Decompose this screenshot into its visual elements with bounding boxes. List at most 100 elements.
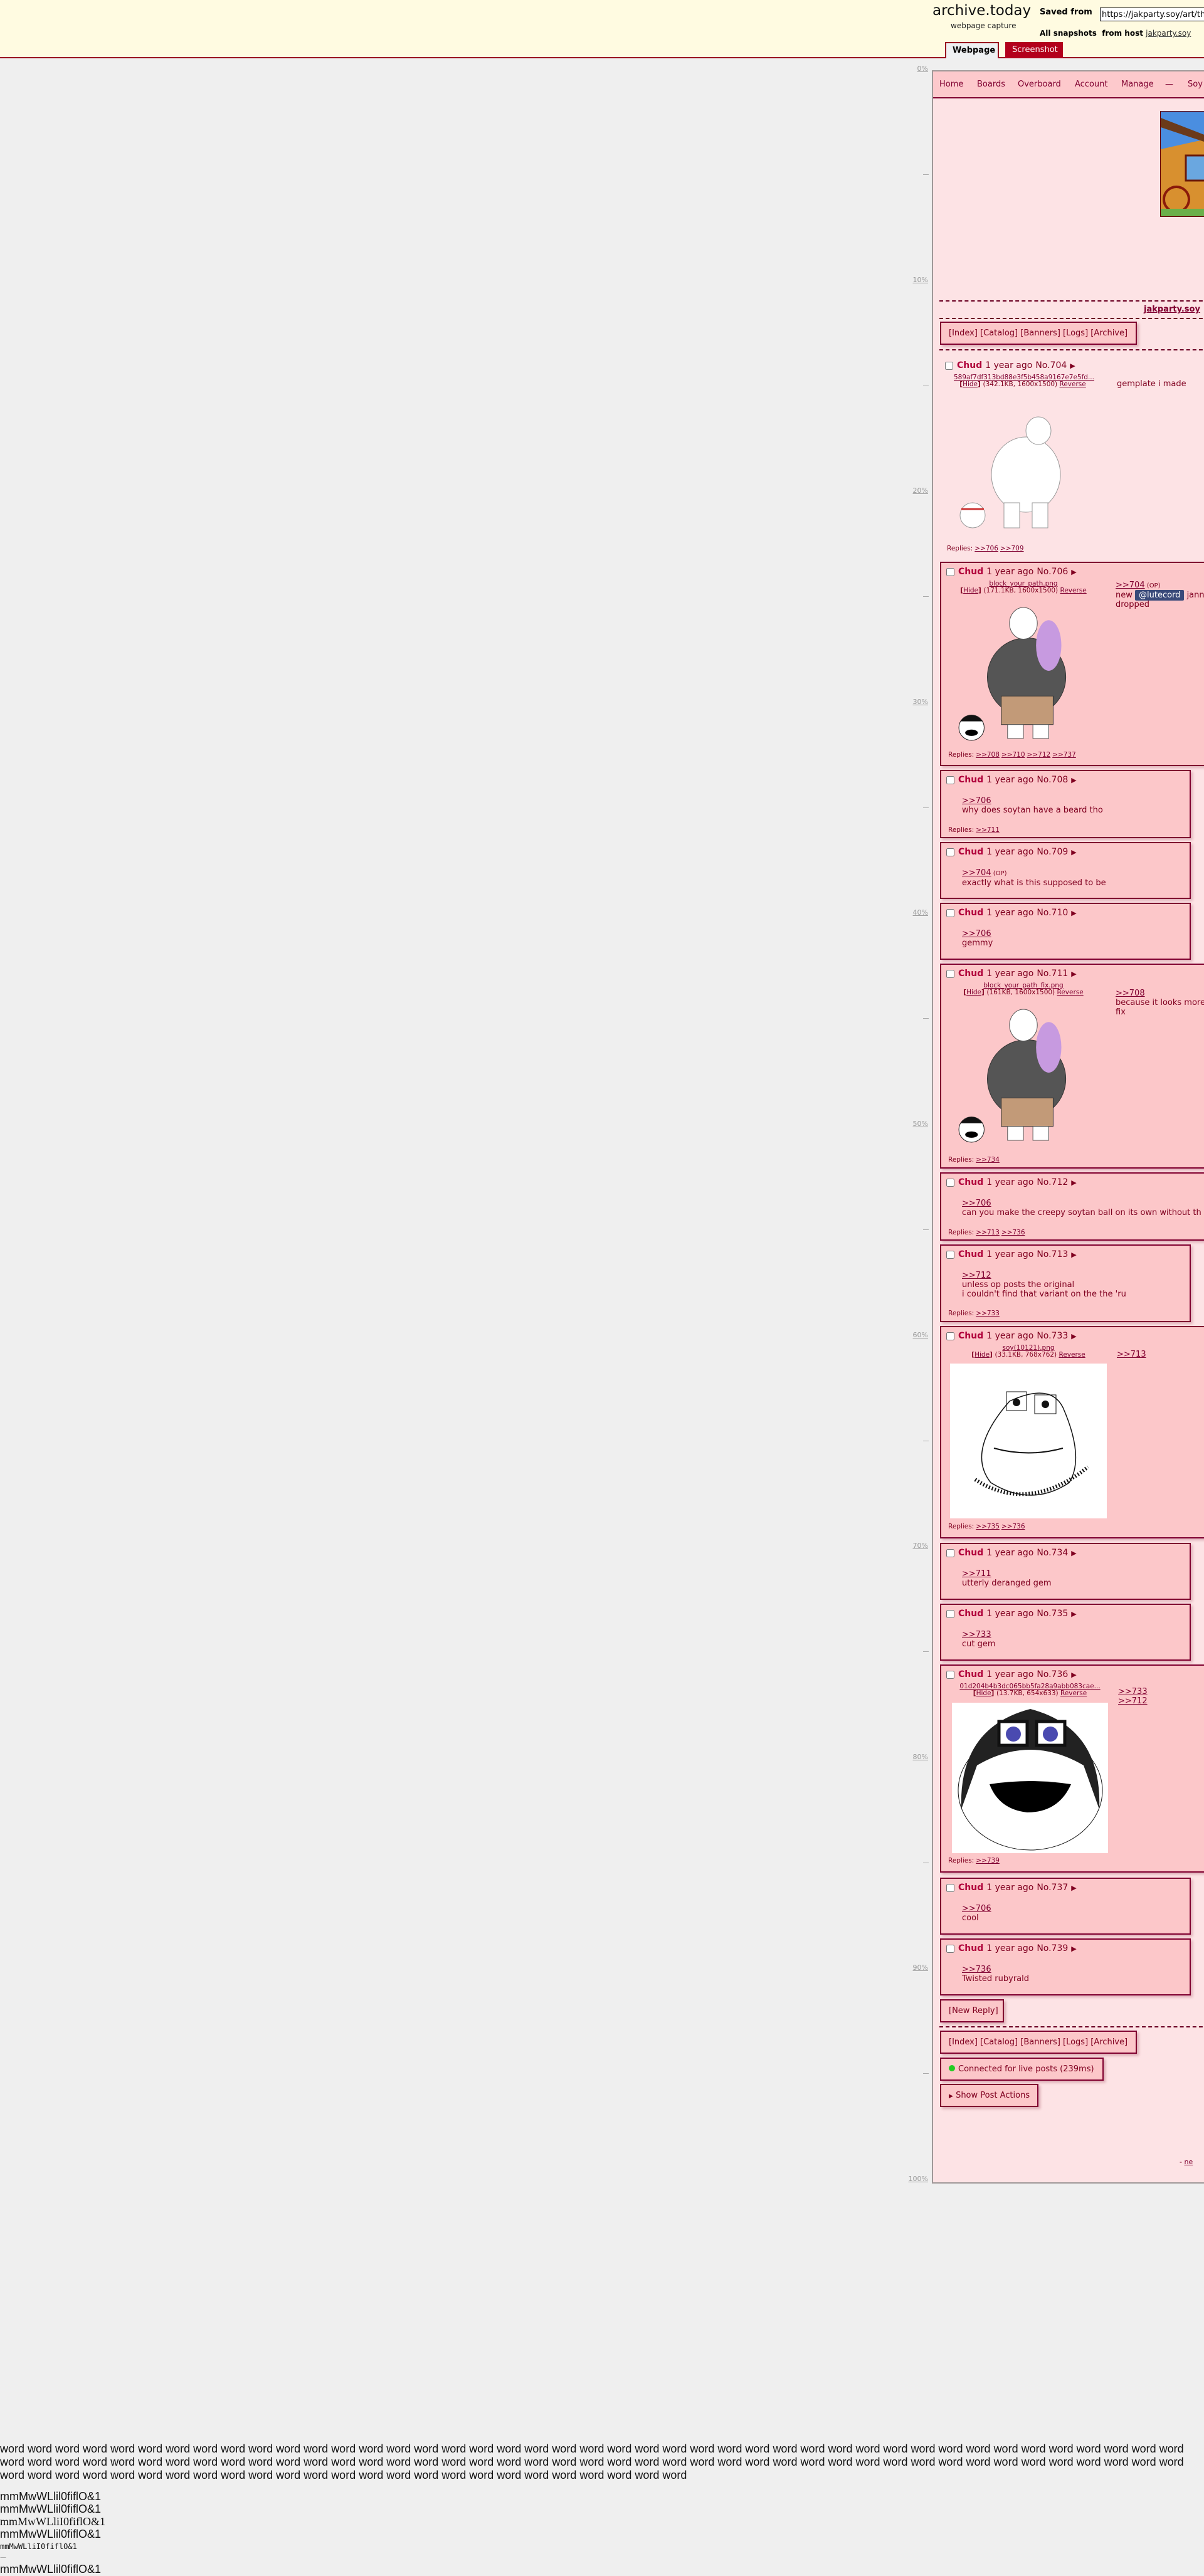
post-menu-triangle-icon[interactable]: ▶ <box>1071 1609 1077 1618</box>
ruler-label[interactable]: 70% <box>912 1542 928 1550</box>
reply-backlink[interactable]: >>713 <box>976 1229 1000 1236</box>
post-select-checkbox[interactable] <box>946 1250 954 1259</box>
file-name-link[interactable]: soy(10121).png <box>1002 1344 1055 1352</box>
hide-file-link[interactable]: Hide <box>966 989 982 996</box>
reverse-search-link[interactable]: Reverse <box>1059 1351 1085 1359</box>
boardlist-top[interactable]: [Index] [Catalog] [Banners] [Logs] [Arch… <box>940 322 1137 345</box>
reply-backlink[interactable]: >>733 <box>976 1310 1000 1317</box>
nav-soy[interactable]: Soy <box>1188 80 1203 89</box>
quote-link[interactable]: >>711 <box>962 1569 991 1579</box>
post-image[interactable] <box>954 1006 1093 1145</box>
saved-url-input[interactable] <box>1100 8 1204 21</box>
post-menu-triangle-icon[interactable]: ▶ <box>1071 1883 1077 1892</box>
post-number[interactable]: No.706 <box>1037 567 1069 577</box>
tab-webpage[interactable]: Webpage <box>945 42 999 58</box>
reply-backlink[interactable]: >>739 <box>976 1857 1000 1864</box>
post-menu-triangle-icon[interactable]: ▶ <box>1071 1178 1077 1187</box>
post-image[interactable] <box>950 1364 1107 1518</box>
post-menu-triangle-icon[interactable]: ▶ <box>1071 1250 1077 1259</box>
post-number[interactable]: No.709 <box>1037 847 1069 857</box>
post-menu-triangle-icon[interactable]: ▶ <box>1071 1548 1077 1557</box>
all-snapshots-link[interactable]: All snapshots <box>1040 29 1097 38</box>
post-menu-triangle-icon[interactable]: ▶ <box>1071 908 1077 917</box>
reply-backlink[interactable]: >>711 <box>976 826 1000 834</box>
post-number[interactable]: No.739 <box>1037 1943 1069 1953</box>
tab-screenshot[interactable]: Screenshot <box>1005 42 1063 58</box>
hide-file-link[interactable]: Hide <box>974 1351 990 1359</box>
post-number[interactable]: No.712 <box>1037 1177 1069 1187</box>
file-name-link[interactable]: block_your_path_fix.png <box>983 982 1064 989</box>
mention-badge[interactable]: @lutecord <box>1135 590 1185 601</box>
reply-backlink[interactable]: >>708 <box>976 751 1000 759</box>
post-select-checkbox[interactable] <box>946 1670 954 1679</box>
file-name-link[interactable]: block_your_path.png <box>989 580 1058 587</box>
reverse-search-link[interactable]: Reverse <box>1059 381 1086 388</box>
post-number[interactable]: No.737 <box>1037 1883 1069 1893</box>
post-image[interactable] <box>954 415 1092 534</box>
reply-backlink[interactable]: >>736 <box>1001 1229 1025 1236</box>
post-image[interactable] <box>952 1703 1108 1853</box>
site-link[interactable]: jakparty.soy <box>1144 305 1200 314</box>
quote-link[interactable]: >>713 <box>1117 1350 1146 1359</box>
post-menu-triangle-icon[interactable]: ▶ <box>1071 567 1077 576</box>
ruler-label[interactable]: 20% <box>912 486 928 495</box>
nav-home[interactable]: Home <box>939 80 964 89</box>
post-select-checkbox[interactable] <box>946 1178 954 1187</box>
quote-link[interactable]: >>733 <box>1118 1687 1148 1696</box>
post-select-checkbox[interactable] <box>946 1944 954 1953</box>
quote-link[interactable]: >>704 <box>1116 581 1145 590</box>
file-name-link[interactable]: 01d204b4b3dc065bb5fa28a9abb083cae... <box>959 1683 1101 1690</box>
reply-backlink[interactable]: >>736 <box>1001 1523 1025 1530</box>
post-menu-triangle-icon[interactable]: ▶ <box>1071 1944 1077 1953</box>
board-banner-image[interactable] <box>1160 111 1204 217</box>
post-number[interactable]: No.736 <box>1037 1669 1069 1680</box>
hide-file-link[interactable]: Hide <box>963 587 979 594</box>
post-select-checkbox[interactable] <box>946 848 954 856</box>
post-number[interactable]: No.735 <box>1037 1609 1069 1619</box>
post-menu-triangle-icon[interactable]: ▶ <box>1071 848 1077 856</box>
post-number[interactable]: No.710 <box>1037 908 1069 918</box>
post-select-checkbox[interactable] <box>946 567 954 576</box>
reply-backlink[interactable]: >>734 <box>976 1156 1000 1164</box>
quote-link[interactable]: >>736 <box>962 1965 991 1974</box>
post-image[interactable] <box>954 604 1093 744</box>
ruler-label[interactable]: 50% <box>912 1120 928 1128</box>
quote-link[interactable]: >>706 <box>962 796 991 806</box>
post-select-checkbox[interactable] <box>945 361 953 370</box>
post-number[interactable]: No.713 <box>1037 1249 1069 1259</box>
post-menu-triangle-icon[interactable]: ▶ <box>1070 361 1075 370</box>
nav-boards[interactable]: Boards <box>977 80 1005 89</box>
post-menu-triangle-icon[interactable]: ▶ <box>1071 1332 1077 1340</box>
post-select-checkbox[interactable] <box>946 969 954 978</box>
post-number[interactable]: No.711 <box>1037 969 1069 979</box>
archive-logo[interactable]: archive.today <box>932 3 1032 19</box>
quote-link[interactable]: >>704 <box>962 868 991 878</box>
post-number[interactable]: No.704 <box>1035 360 1067 371</box>
ruler-label[interactable]: 90% <box>912 1964 928 1972</box>
quote-link[interactable]: >>712 <box>1118 1696 1148 1706</box>
reply-backlink[interactable]: >>706 <box>974 545 998 552</box>
ruler-label[interactable]: 80% <box>912 1752 928 1761</box>
post-select-checkbox[interactable] <box>946 1609 954 1618</box>
post-menu-triangle-icon[interactable]: ▶ <box>1071 969 1077 978</box>
reverse-search-link[interactable]: Reverse <box>1060 587 1087 594</box>
new-reply-button[interactable]: [New Reply] <box>940 1999 1004 2022</box>
quote-link[interactable]: >>706 <box>962 1904 991 1913</box>
reply-backlink[interactable]: >>735 <box>976 1523 1000 1530</box>
hide-file-link[interactable]: Hide <box>963 381 978 388</box>
quote-link[interactable]: >>733 <box>962 1630 991 1639</box>
file-name-link[interactable]: 589af7df313bd88e3f5b458a9167e7e5fd... <box>954 374 1094 381</box>
quote-link[interactable]: >>708 <box>1116 989 1145 998</box>
ruler-label[interactable]: 40% <box>912 908 928 917</box>
reverse-search-link[interactable]: Reverse <box>1057 989 1084 996</box>
post-menu-triangle-icon[interactable]: ▶ <box>1071 1670 1077 1679</box>
host-link[interactable]: jakparty.soy <box>1146 29 1191 38</box>
reply-backlink[interactable]: >>710 <box>1001 751 1025 759</box>
post-select-checkbox[interactable] <box>946 775 954 784</box>
quote-link[interactable]: >>706 <box>962 929 991 938</box>
ruler-label[interactable]: 100% <box>908 2175 928 2183</box>
footer-link[interactable]: ne <box>1184 2158 1193 2166</box>
ruler-label[interactable]: 60% <box>912 1330 928 1339</box>
post-select-checkbox[interactable] <box>946 1332 954 1340</box>
nav-overboard[interactable]: Overboard <box>1018 80 1061 89</box>
